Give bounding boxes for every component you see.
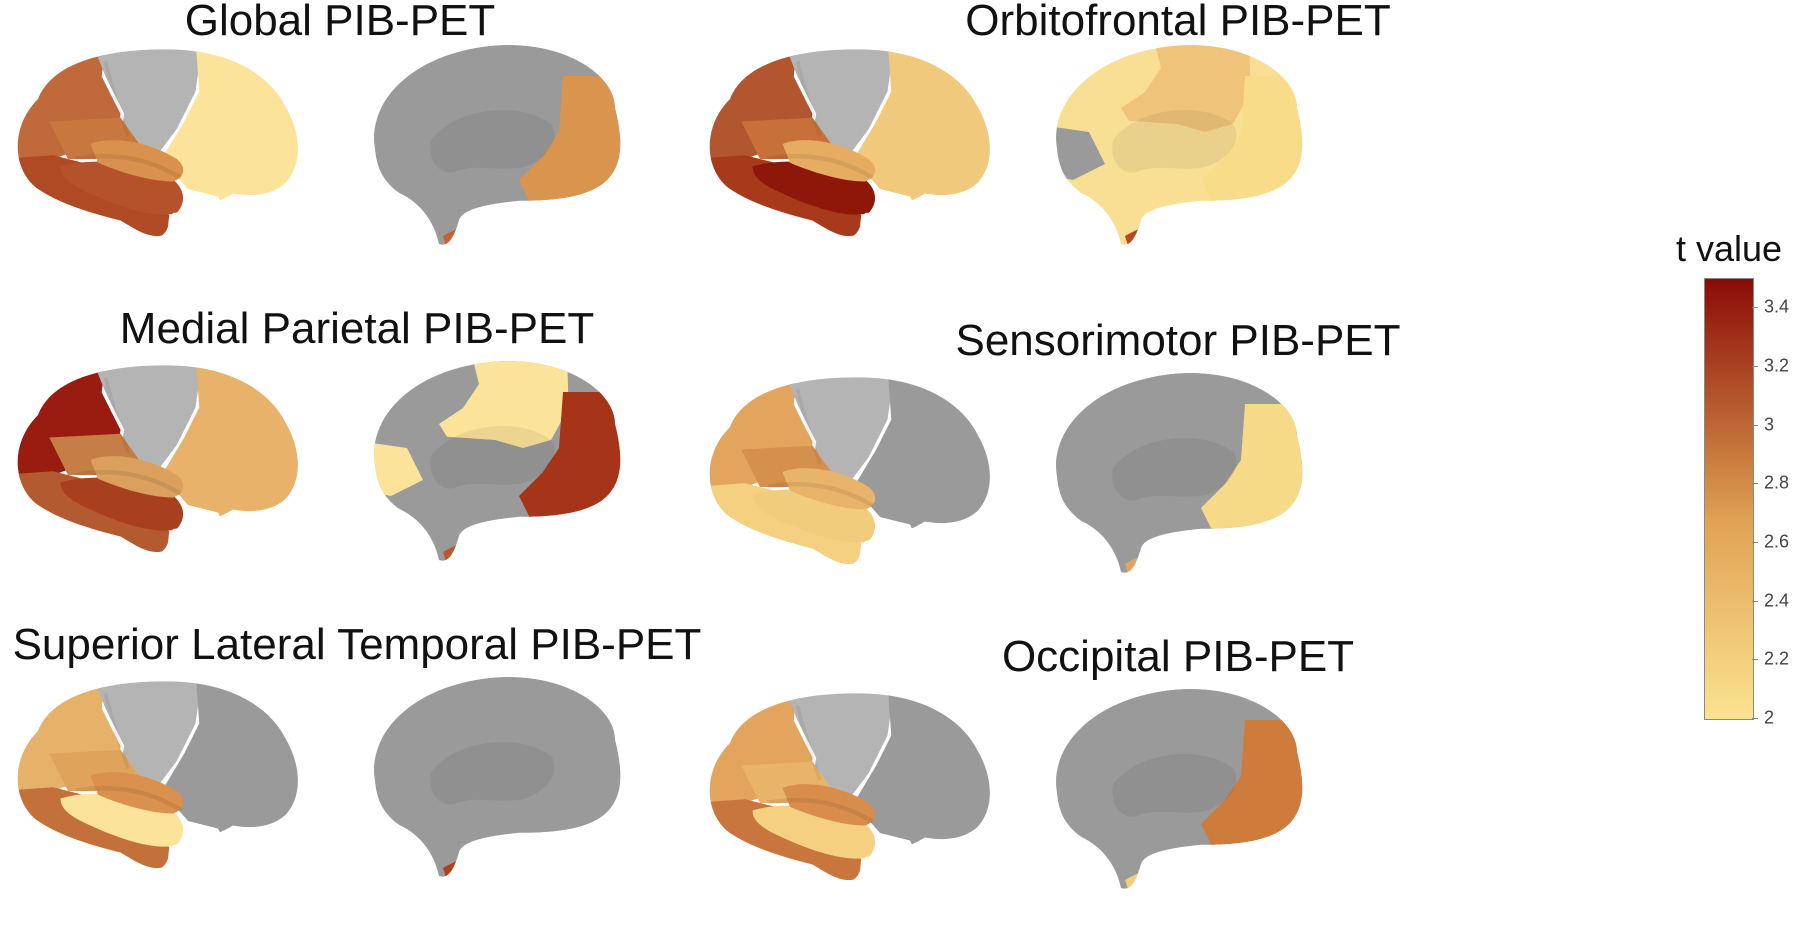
medial-brain-superior-lateral-temporal bbox=[374, 677, 621, 877]
lateral-insula-region bbox=[90, 456, 184, 498]
lateral-parietal-region bbox=[782, 377, 895, 487]
lateral-insula-region bbox=[90, 772, 184, 814]
panel-title-global: Global PIB-PET bbox=[184, 0, 496, 45]
medial-brain-occipital bbox=[1056, 689, 1303, 889]
medial-brain-global bbox=[374, 45, 621, 245]
lateral-parietal-region bbox=[90, 49, 203, 159]
lateral-insula-region bbox=[782, 468, 876, 510]
medial-occipital-region bbox=[519, 76, 621, 212]
panel-title-superior-lateral-temporal: Superior Lateral Temporal PIB-PET bbox=[12, 620, 702, 669]
lateral-parietal-region bbox=[90, 365, 203, 475]
colorbar-tick-label: 2.4 bbox=[1764, 590, 1790, 611]
colorbar-tick-label: 2.2 bbox=[1764, 648, 1790, 669]
medial-callosum-shading bbox=[1112, 438, 1237, 501]
colorbar-tick-label: 3.2 bbox=[1764, 355, 1790, 376]
colorbar: t value 3.4 3.2 3 2.8 2.6 2.4 2.2 2 bbox=[1668, 228, 1790, 748]
lateral-brain-sensorimotor bbox=[709, 377, 990, 565]
medial-brain-sensorimotor bbox=[1056, 373, 1303, 573]
medial-cingulate-region bbox=[374, 756, 423, 812]
panel-title-orbitofrontal: Orbitofrontal PIB-PET bbox=[965, 0, 1391, 45]
panel-title-medial-parietal: Medial Parietal PIB-PET bbox=[119, 304, 595, 353]
medial-precuneus-region bbox=[1121, 45, 1251, 132]
medial-cingulate-region bbox=[374, 124, 423, 180]
medial-callosum-shading bbox=[1112, 110, 1237, 173]
medial-cingulate-region bbox=[1056, 124, 1105, 180]
panel-title-sensorimotor: Sensorimotor PIB-PET bbox=[955, 316, 1401, 365]
medial-occipital-region bbox=[1201, 720, 1303, 856]
colorbar-tick-mark bbox=[1752, 483, 1758, 485]
medial-precuneus-region bbox=[439, 45, 569, 132]
lateral-brain-orbitofrontal bbox=[709, 49, 990, 237]
colorbar-tick-mark bbox=[1752, 424, 1758, 426]
colorbar-tick-label: 2.8 bbox=[1764, 472, 1790, 493]
medial-occipital-region bbox=[519, 708, 621, 844]
medial-precuneus-region bbox=[439, 361, 569, 448]
lateral-brain-global bbox=[17, 49, 298, 237]
medial-occipital-region bbox=[1201, 404, 1303, 540]
colorbar-tick-mark bbox=[1752, 659, 1758, 661]
medial-cingulate-region bbox=[1056, 452, 1105, 508]
medial-precuneus-region bbox=[1121, 689, 1251, 776]
colorbar-tick-label: 2 bbox=[1764, 707, 1775, 728]
lateral-parietal-region bbox=[90, 681, 203, 791]
colorbar-gradient bbox=[1704, 278, 1754, 720]
lateral-insula-region bbox=[90, 140, 184, 182]
colorbar-tick-mark bbox=[1752, 307, 1758, 309]
medial-cingulate-region bbox=[1056, 768, 1105, 824]
lateral-brain-superior-lateral-temporal bbox=[17, 681, 298, 869]
colorbar-tick-mark bbox=[1752, 366, 1758, 367]
lateral-parietal-region bbox=[782, 693, 895, 803]
lateral-insula-region bbox=[782, 784, 876, 826]
medial-brain-medial-parietal bbox=[374, 361, 621, 561]
colorbar-title: t value bbox=[1676, 228, 1783, 269]
lateral-brain-medial-parietal bbox=[17, 365, 298, 553]
lateral-insula-region bbox=[782, 140, 876, 182]
colorbar-tick-mark bbox=[1752, 718, 1758, 719]
colorbar-tick-label: 3.4 bbox=[1764, 296, 1790, 317]
medial-occipital-region bbox=[519, 392, 621, 528]
colorbar-tick-mark bbox=[1752, 542, 1758, 543]
medial-callosum-shading bbox=[430, 742, 555, 805]
medial-callosum-shading bbox=[430, 426, 555, 489]
colorbar-tick-label: 3 bbox=[1764, 414, 1775, 435]
lateral-brain-occipital bbox=[709, 693, 990, 881]
medial-callosum-shading bbox=[1112, 754, 1237, 817]
medial-callosum-shading bbox=[430, 110, 555, 173]
medial-brain-orbitofrontal bbox=[1056, 45, 1303, 245]
medial-cingulate-region bbox=[374, 440, 423, 496]
medial-precuneus-region bbox=[439, 677, 569, 764]
panel-title-occipital: Occipital PIB-PET bbox=[1001, 632, 1355, 681]
colorbar-tick-label: 2.6 bbox=[1764, 531, 1790, 552]
lateral-parietal-region bbox=[782, 49, 895, 159]
colorbar-tick-mark bbox=[1752, 600, 1758, 602]
medial-precuneus-region bbox=[1121, 373, 1251, 460]
medial-occipital-region bbox=[1201, 76, 1303, 212]
